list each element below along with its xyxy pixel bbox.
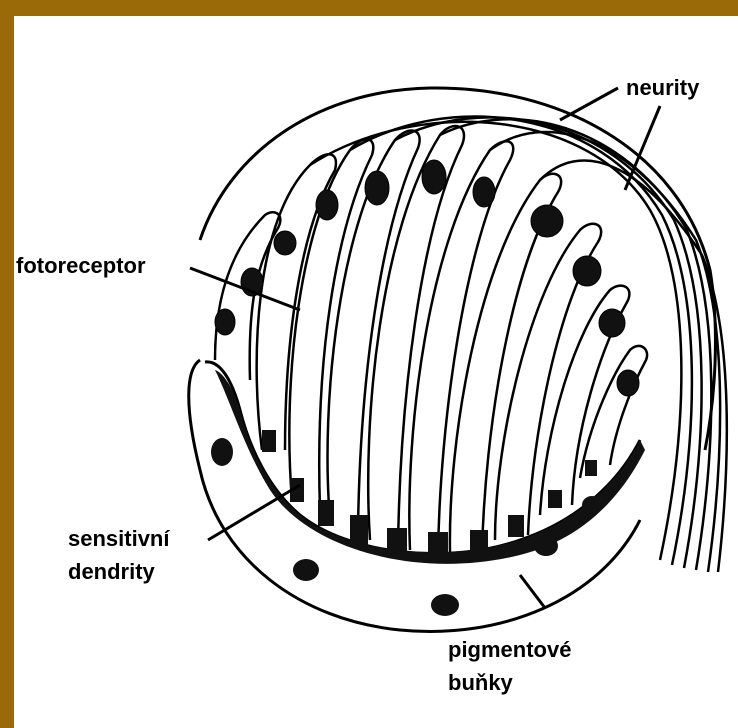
label-fotoreceptor: fotoreceptor xyxy=(16,253,146,278)
label-sensitivni-line2: dendrity xyxy=(68,559,156,584)
diagram-canvas: neurity fotoreceptor sensitivní dendrity… xyxy=(14,16,738,728)
nuclei xyxy=(215,160,639,396)
leader-sensitivni xyxy=(208,485,300,540)
eye-outline xyxy=(200,88,715,450)
label-neurity: neurity xyxy=(626,75,700,100)
leader-neurity xyxy=(560,88,618,120)
label-sensitivni-line1: sensitivní xyxy=(68,526,170,551)
leader-pigmentove xyxy=(520,575,545,608)
label-pigmentove-line1: pigmentové xyxy=(448,637,571,662)
pigment-cells xyxy=(211,438,602,616)
label-pigmentove-line2: buňky xyxy=(448,670,514,695)
cup-eye-diagram: neurity fotoreceptor sensitivní dendrity… xyxy=(14,16,738,728)
